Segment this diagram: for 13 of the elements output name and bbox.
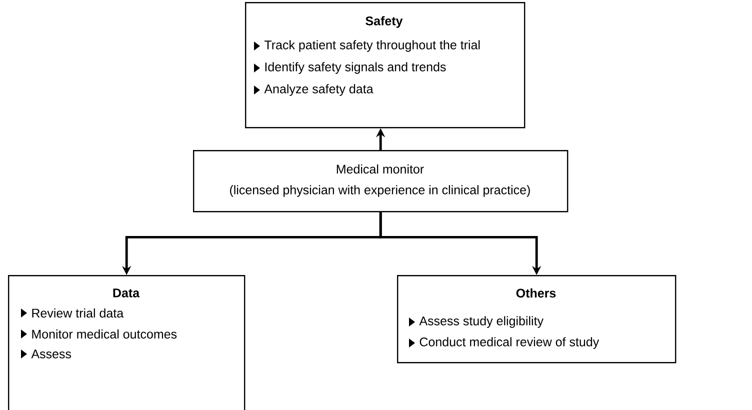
bullet-item: Assess [31, 350, 72, 358]
box-heading: Others [516, 288, 556, 298]
box-heading: Data [113, 288, 140, 298]
bullet-item: Assess study eligibility [419, 316, 544, 328]
bullet-item: Analyze safety data [264, 84, 374, 96]
box-heading: Safety [366, 16, 403, 28]
box-text: (licensed physician with experience in clinical practice) [230, 185, 530, 197]
bullet-item: Conduct medical review of study [420, 337, 600, 349]
bullet-item: Identify safety signals and trends [265, 62, 446, 74]
box-text: Medical monitor [336, 164, 424, 174]
bullet-item: Monitor medical outcomes [32, 329, 177, 339]
bullet-item: Review trial data [32, 308, 124, 318]
bullet-item: Track patient safety throughout the trial [264, 40, 480, 52]
